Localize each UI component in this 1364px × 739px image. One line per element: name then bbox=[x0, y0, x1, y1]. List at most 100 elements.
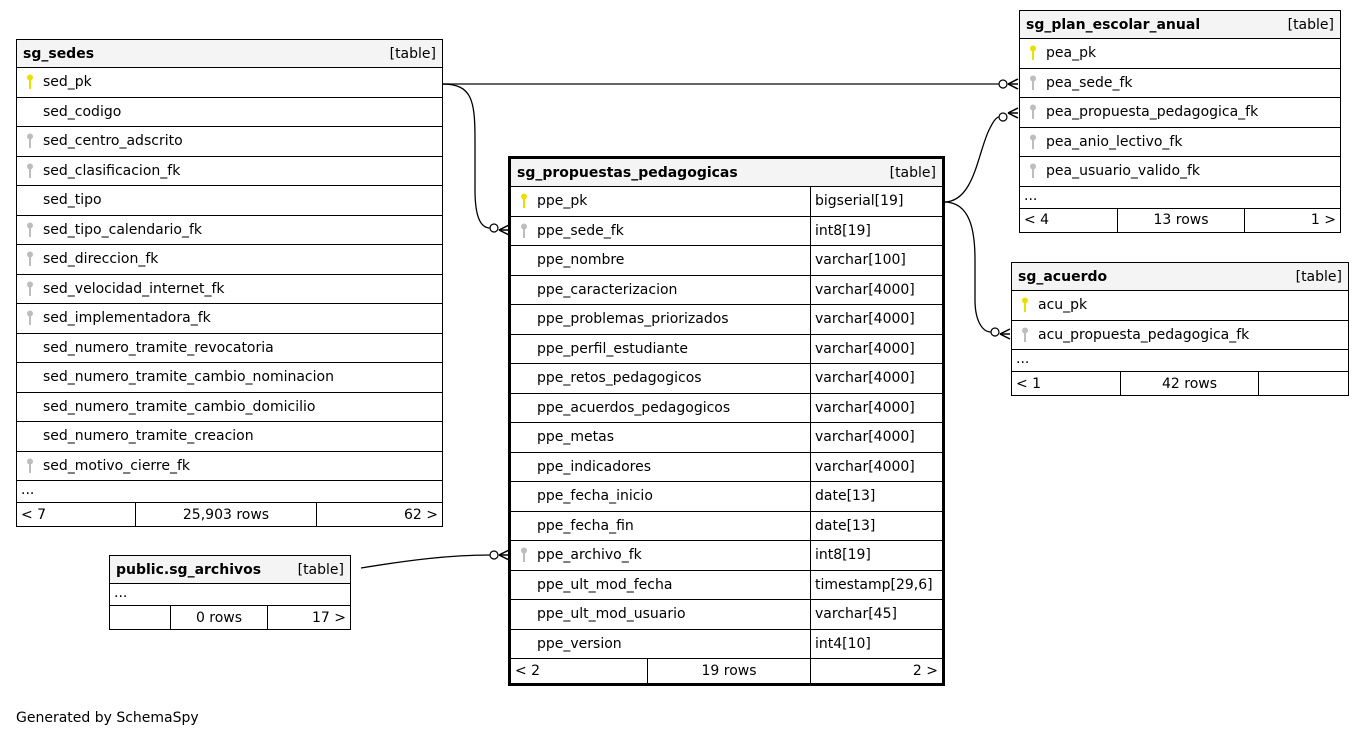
column-name[interactable]: ppe_fecha_fin bbox=[537, 517, 634, 534]
table-sg-propuestas-pedagogicas[interactable]: sg_propuestas_pedagogicas [table] ppe_pk… bbox=[508, 156, 945, 686]
column-name[interactable]: sed_numero_tramite_cambio_nominacion bbox=[43, 369, 334, 386]
parents-link[interactable] bbox=[110, 606, 170, 629]
column-row[interactable]: pea_propuesta_pedagogica_fk bbox=[1020, 98, 1340, 128]
column-name[interactable]: sed_centro_adscrito bbox=[43, 133, 183, 150]
children-link[interactable]: 62 > bbox=[404, 506, 438, 523]
column-name[interactable]: pea_pk bbox=[1046, 45, 1097, 62]
table-sg-acuerdo[interactable]: sg_acuerdo [table] acu_pk acu_propuesta_p… bbox=[1011, 262, 1349, 396]
table-name[interactable]: sg_propuestas_pedagogicas bbox=[517, 164, 738, 181]
column-name[interactable]: sed_tipo_calendario_fk bbox=[43, 221, 202, 238]
column-row[interactable]: sed_pk bbox=[17, 68, 442, 98]
column-name[interactable]: sed_numero_tramite_creacion bbox=[43, 428, 254, 445]
column-row[interactable]: sed_motivo_cierre_fk bbox=[17, 452, 442, 481]
children-link[interactable]: 17 > bbox=[312, 609, 346, 626]
column-name[interactable]: ppe_ult_mod_fecha bbox=[537, 576, 673, 593]
parents-link[interactable]: < 2 bbox=[515, 663, 541, 679]
column-row[interactable]: sed_direccion_fk bbox=[17, 245, 442, 275]
table-name[interactable]: sg_plan_escolar_anual bbox=[1026, 16, 1201, 33]
children-link[interactable]: 1 > bbox=[1310, 212, 1336, 228]
column-name[interactable]: sed_implementadora_fk bbox=[43, 310, 211, 327]
table-header[interactable]: sg_plan_escolar_anual [table] bbox=[1020, 11, 1340, 39]
column-name[interactable]: ppe_nombre bbox=[537, 252, 625, 269]
column-row[interactable]: sed_numero_tramite_creacion bbox=[17, 422, 442, 452]
column-name[interactable]: pea_anio_lectivo_fk bbox=[1046, 133, 1183, 150]
table-name[interactable]: public.sg_archivos bbox=[116, 561, 262, 578]
table-header[interactable]: sg_acuerdo [table] bbox=[1012, 263, 1348, 291]
children-link[interactable] bbox=[1259, 372, 1348, 395]
column-row[interactable]: pea_usuario_valido_fk bbox=[1020, 157, 1340, 187]
column-row[interactable]: acu_pk bbox=[1012, 291, 1348, 321]
table-header[interactable]: public.sg_archivos [table] bbox=[110, 556, 350, 584]
column-name[interactable]: ppe_archivo_fk bbox=[537, 547, 642, 564]
column-name[interactable]: pea_sede_fk bbox=[1046, 74, 1133, 91]
column-row[interactable]: sed_tipo_calendario_fk bbox=[17, 216, 442, 245]
column-name[interactable]: sed_numero_tramite_revocatoria bbox=[43, 339, 274, 356]
column-name[interactable]: sed_numero_tramite_cambio_domicilio bbox=[43, 398, 316, 415]
column-name[interactable]: pea_propuesta_pedagogica_fk bbox=[1046, 104, 1259, 121]
column-row[interactable]: sed_velocidad_internet_fk bbox=[17, 275, 442, 304]
column-name[interactable]: acu_propuesta_pedagogica_fk bbox=[1038, 326, 1250, 343]
column-name[interactable]: ppe_indicadores bbox=[537, 458, 652, 475]
children-link[interactable]: 2 > bbox=[912, 663, 938, 679]
column-name[interactable]: ppe_ult_mod_usuario bbox=[537, 606, 686, 623]
column-row[interactable]: sed_tipo bbox=[17, 186, 442, 216]
column-name[interactable]: ppe_metas bbox=[537, 429, 614, 446]
column-name[interactable]: ppe_fecha_inicio bbox=[537, 488, 653, 505]
table-sg-plan-escolar-anual[interactable]: sg_plan_escolar_anual [table] pea_pk pea_… bbox=[1019, 10, 1341, 233]
column-name[interactable]: sed_direccion_fk bbox=[43, 251, 159, 268]
column-name[interactable]: ppe_pk bbox=[537, 193, 588, 210]
column-name[interactable]: ppe_sede_fk bbox=[537, 222, 624, 239]
column-name[interactable]: acu_pk bbox=[1038, 297, 1088, 314]
column-row[interactable]: sed_numero_tramite_revocatoria bbox=[17, 334, 442, 363]
column-name[interactable]: sed_pk bbox=[43, 74, 92, 91]
column-name[interactable]: ppe_problemas_priorizados bbox=[537, 311, 729, 328]
column-row[interactable]: sed_implementadora_fk bbox=[17, 304, 442, 334]
column-name[interactable]: sed_clasificacion_fk bbox=[43, 162, 181, 179]
parents-link[interactable]: < 4 bbox=[1024, 212, 1050, 228]
column-row[interactable]: sed_centro_adscrito bbox=[17, 127, 442, 157]
table-sg-archivos[interactable]: public.sg_archivos [table] ... 0 rows 17… bbox=[109, 555, 351, 630]
column-name[interactable]: ppe_perfil_estudiante bbox=[537, 340, 688, 357]
table-header[interactable]: sg_sedes [table] bbox=[17, 40, 442, 68]
column-name[interactable]: sed_velocidad_internet_fk bbox=[43, 280, 225, 297]
column-name[interactable]: ppe_retos_pedagogicos bbox=[537, 370, 702, 387]
column-name[interactable]: sed_motivo_cierre_fk bbox=[43, 457, 191, 474]
table-header[interactable]: sg_propuestas_pedagogicas [table] bbox=[511, 159, 942, 187]
row-count: 19 rows bbox=[647, 659, 811, 683]
column-row[interactable]: pea_pk bbox=[1020, 39, 1340, 69]
column-row[interactable]: sed_codigo bbox=[17, 98, 442, 127]
column-row[interactable]: sed_numero_tramite_cambio_nominacion bbox=[17, 363, 442, 393]
column-name[interactable]: ppe_caracterizacion bbox=[537, 281, 678, 298]
table-sg-sedes[interactable]: sg_sedes [table] sed_pk sed_codigo sed_cen… bbox=[16, 39, 443, 527]
column-name[interactable]: sed_codigo bbox=[43, 103, 122, 120]
column-row[interactable]: pea_anio_lectivo_fk bbox=[1020, 128, 1340, 157]
column-name[interactable]: pea_usuario_valido_fk bbox=[1046, 163, 1201, 180]
column-name[interactable]: ppe_version bbox=[537, 635, 622, 652]
table-name[interactable]: sg_acuerdo bbox=[1018, 268, 1108, 285]
column-row[interactable]: sed_clasificacion_fk bbox=[17, 157, 442, 186]
table-name[interactable]: sg_sedes bbox=[23, 45, 95, 62]
column-row[interactable]: sed_numero_tramite_cambio_domicilio bbox=[17, 393, 442, 422]
parents-link[interactable]: < 1 bbox=[1016, 375, 1042, 392]
parents-link[interactable]: < 7 bbox=[21, 506, 47, 523]
column-row[interactable]: acu_propuesta_pedagogica_fk bbox=[1012, 321, 1348, 350]
column-row[interactable]: pea_sede_fk bbox=[1020, 69, 1340, 98]
column-name[interactable]: sed_tipo bbox=[43, 192, 102, 209]
column-name[interactable]: ppe_acuerdos_pedagogicos bbox=[537, 399, 731, 416]
